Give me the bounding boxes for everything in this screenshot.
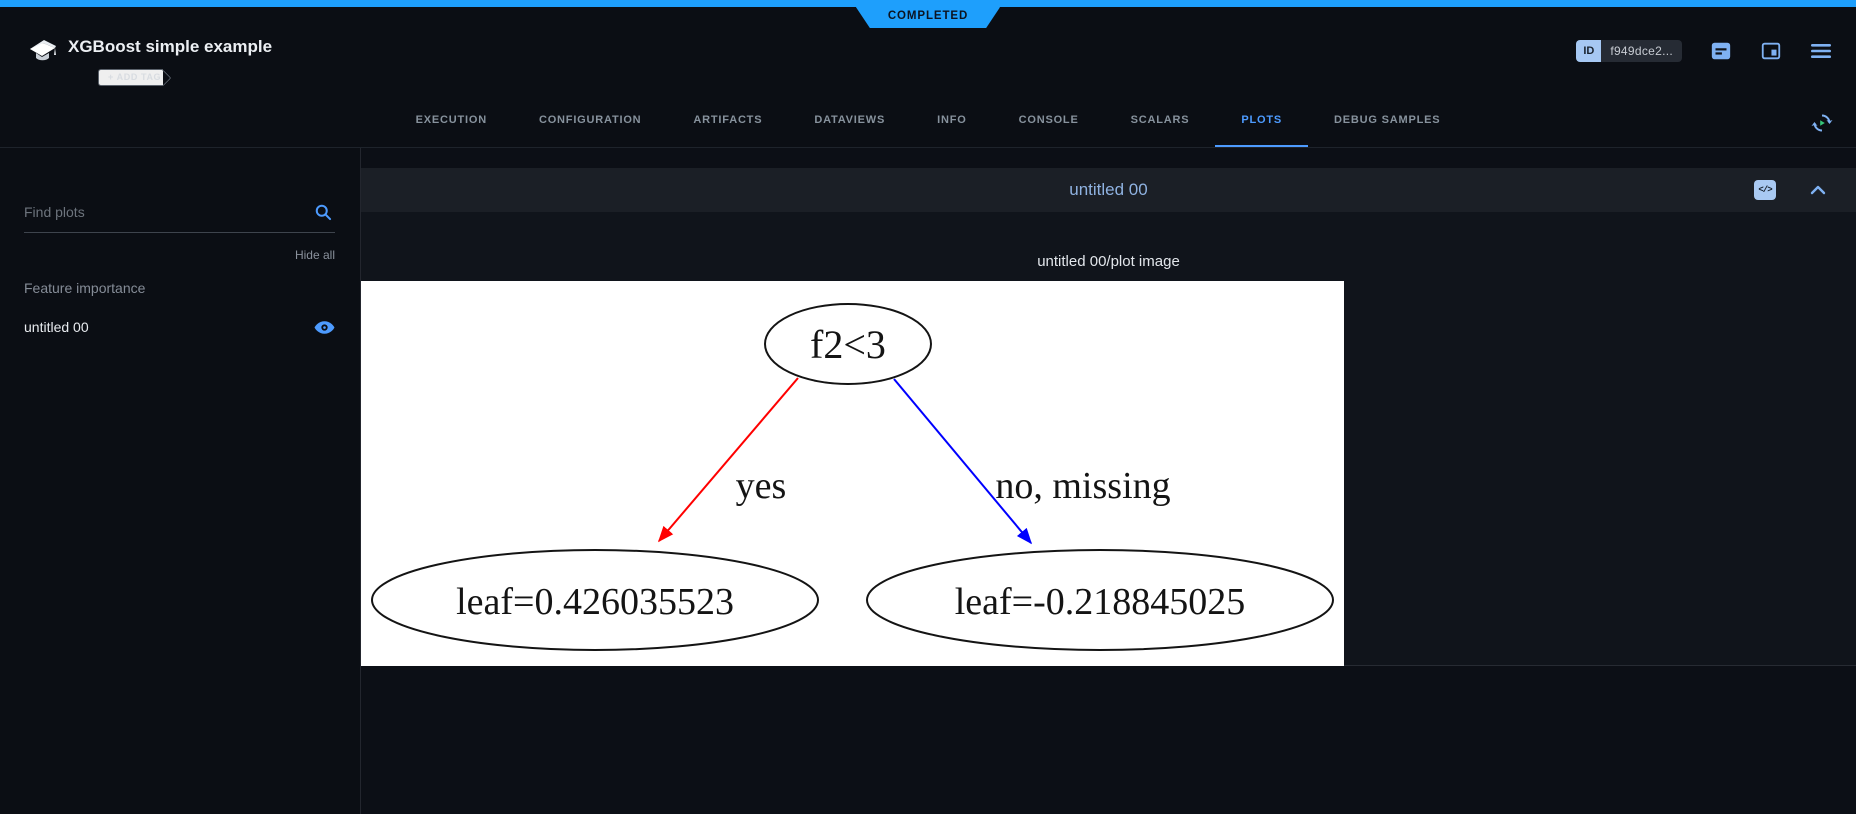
- id-badge[interactable]: ID f949dce2...: [1576, 40, 1682, 62]
- toggle-visibility-button[interactable]: [314, 320, 335, 335]
- plot-panel-title: untitled 00: [1069, 180, 1148, 199]
- leaf-node-right-label: leaf=-0.218845025: [955, 581, 1246, 623]
- tab-dataviews[interactable]: DATAVIEWS: [788, 113, 911, 147]
- eye-icon: [314, 320, 335, 334]
- tab-bar: EXECUTION CONFIGURATION ARTIFACTS DATAVI…: [0, 96, 1856, 148]
- search-icon: [313, 202, 333, 227]
- edge-label-no-missing: no, missing: [995, 465, 1170, 507]
- edge-no: [893, 378, 1033, 545]
- plots-main-area: untitled 00 </> untitled 00/plot image: [361, 148, 1856, 814]
- plot-list-item[interactable]: untitled 00: [24, 319, 335, 335]
- tab-console[interactable]: CONSOLE: [993, 113, 1105, 147]
- section-label-feature-importance: Feature importance: [24, 280, 146, 296]
- hide-all-link[interactable]: Hide all: [294, 248, 335, 262]
- tab-debug-samples[interactable]: DEBUG SAMPLES: [1308, 113, 1466, 147]
- layout-panel-icon: [1761, 42, 1781, 60]
- refresh-icon: [1811, 114, 1833, 132]
- plot-item-label[interactable]: untitled 00: [24, 319, 89, 335]
- leaf-node-left-ellipse: [371, 549, 819, 651]
- app-header: XGBoost simple example + ADD TAG ID f949…: [0, 7, 1856, 96]
- collapse-panel-button[interactable]: [1810, 185, 1826, 195]
- tab-scalars[interactable]: SCALARS: [1105, 113, 1216, 147]
- details-panel-button[interactable]: [1760, 40, 1782, 62]
- experiment-title: XGBoost simple example: [68, 37, 273, 56]
- task-details-button[interactable]: [1710, 40, 1732, 62]
- clearml-logo-icon: [30, 40, 56, 61]
- tab-execution[interactable]: EXECUTION: [390, 113, 513, 147]
- tab-plots[interactable]: PLOTS: [1215, 113, 1309, 147]
- menu-button[interactable]: [1810, 42, 1832, 60]
- plots-sidebar: Hide all Feature importance untitled 00: [0, 148, 361, 814]
- tab-configuration[interactable]: CONFIGURATION: [513, 113, 667, 147]
- search-input[interactable]: [24, 204, 335, 220]
- add-tag-button[interactable]: + ADD TAG: [98, 69, 164, 86]
- plot-image-title: untitled 00/plot image: [1037, 253, 1180, 270]
- tab-artifacts[interactable]: ARTIFACTS: [667, 113, 788, 147]
- code-icon: </>: [1758, 185, 1772, 195]
- id-value: f949dce2...: [1601, 40, 1682, 62]
- embed-code-button[interactable]: </>: [1754, 180, 1776, 200]
- plot-figure-tree-image[interactable]: yes no, missing f2<3 leaf=0.426035523 le…: [361, 281, 1344, 666]
- top-accent-bar: [0, 0, 1856, 7]
- page-body: Hide all Feature importance untitled 00 …: [0, 148, 1856, 814]
- status-badge: COMPLETED: [856, 7, 1000, 28]
- edge-label-yes: yes: [736, 465, 787, 507]
- plot-search: [24, 204, 335, 233]
- auto-refresh-button[interactable]: [1810, 111, 1834, 135]
- leaf-node-right-ellipse: [866, 549, 1334, 651]
- hamburger-icon: [1811, 44, 1831, 58]
- edge-yes: [657, 377, 799, 543]
- leaf-node-left-label: leaf=0.426035523: [456, 581, 734, 623]
- chevron-up-icon: [1810, 185, 1826, 195]
- plot-panel-header: untitled 00 </>: [361, 168, 1856, 212]
- notes-icon: [1711, 42, 1731, 60]
- root-node-ellipse: [764, 303, 932, 385]
- tab-info[interactable]: INFO: [911, 113, 992, 147]
- root-node-label: f2<3: [810, 322, 886, 367]
- id-badge-label: ID: [1576, 40, 1602, 62]
- plot-widget: untitled 00/plot image yes no, missing f…: [361, 212, 1856, 666]
